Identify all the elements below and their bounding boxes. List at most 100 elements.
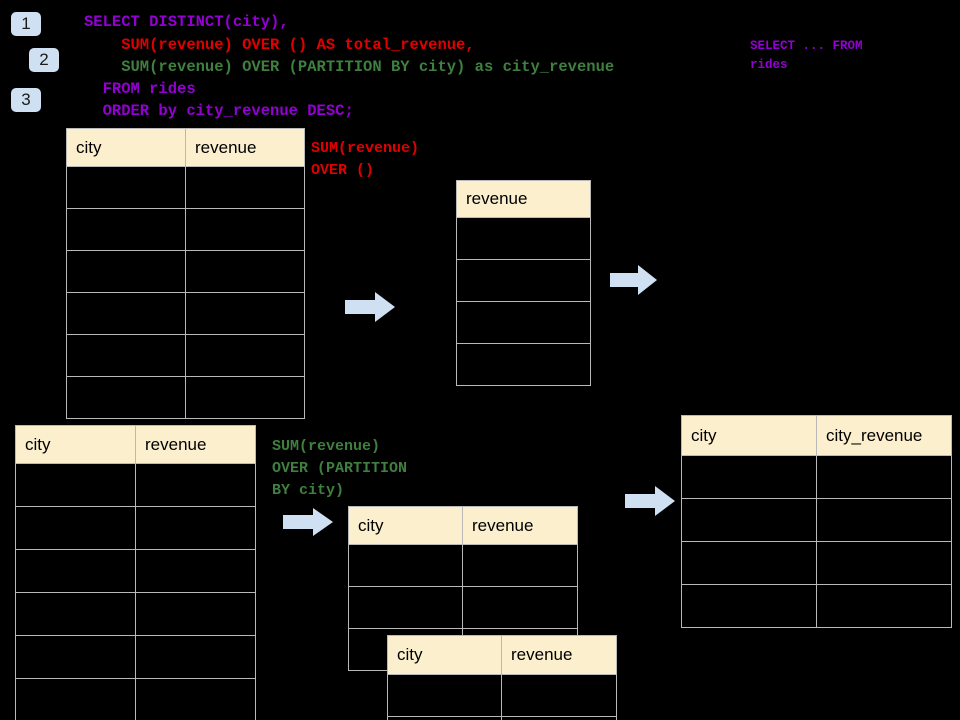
table-cell (66, 292, 186, 335)
sql-line-city-revenue: SUM(revenue) OVER (PARTITION BY city) as… (84, 58, 615, 76)
table-cell (462, 586, 578, 629)
table-cell (456, 217, 591, 260)
column-header-revenue: revenue (501, 635, 617, 675)
table-row (15, 549, 256, 593)
table-cell (185, 334, 305, 377)
table-cell (15, 463, 136, 507)
partition-table-front: city revenue (387, 635, 617, 720)
column-header-city: city (681, 415, 817, 456)
rides-source-table-2: city revenue (15, 425, 256, 720)
step-badge-2: 2 (29, 48, 59, 72)
table-cell (135, 678, 256, 720)
table-cell (681, 455, 817, 499)
table-header-row: city revenue (66, 128, 305, 167)
result-table: city city_revenue (681, 415, 952, 628)
table-cell (135, 635, 256, 679)
column-header-revenue: revenue (456, 180, 591, 218)
annotation-sum-over-partition: SUM(revenue) OVER (PARTITION BY city) (272, 438, 408, 499)
column-header-revenue: revenue (462, 506, 578, 545)
table-cell (501, 674, 617, 717)
table-row (66, 250, 305, 293)
table-row (456, 259, 591, 302)
column-header-city: city (15, 425, 136, 464)
sql-line-order-by: ORDER by city_revenue DESC; (84, 102, 354, 120)
table-row (66, 376, 305, 419)
table-cell (15, 592, 136, 636)
table-cell (135, 549, 256, 593)
table-row (15, 678, 256, 720)
table-header-row: city revenue (348, 506, 578, 545)
table-row (15, 506, 256, 550)
table-cell (462, 544, 578, 587)
table-cell (15, 635, 136, 679)
column-header-revenue: revenue (135, 425, 256, 464)
arrow-source-to-total (345, 292, 395, 322)
annotation-sum-over-empty: SUM(revenue) OVER () (311, 140, 420, 179)
table-header-row: city city_revenue (681, 415, 952, 456)
column-header-revenue: revenue (185, 128, 305, 167)
column-header-city: city (387, 635, 502, 675)
table-cell (66, 250, 186, 293)
total-revenue-table: revenue (456, 180, 591, 386)
table-row (681, 498, 952, 542)
table-row (15, 592, 256, 636)
table-row (456, 343, 591, 386)
table-cell (15, 678, 136, 720)
table-header-row: revenue (456, 180, 591, 218)
annotation-select-from: SELECT ... FROM rides (750, 39, 863, 72)
arrow-total-to-result (610, 265, 657, 295)
table-cell (15, 506, 136, 550)
table-row (66, 166, 305, 209)
table-cell (15, 549, 136, 593)
arrow-source2-to-partition (283, 508, 333, 536)
table-header-row: city revenue (15, 425, 256, 464)
table-cell (66, 376, 186, 419)
sql-line-total-revenue: SUM(revenue) OVER () AS total_revenue, (84, 36, 475, 54)
table-cell (816, 498, 952, 542)
table-cell (66, 334, 186, 377)
table-cell (456, 343, 591, 386)
table-cell (135, 592, 256, 636)
table-row (15, 635, 256, 679)
table-cell (185, 208, 305, 251)
table-cell (135, 463, 256, 507)
table-cell (681, 498, 817, 542)
table-cell (135, 506, 256, 550)
table-row (387, 716, 617, 720)
arrow-partition-to-result (625, 486, 675, 516)
column-header-city: city (66, 128, 186, 167)
column-header-city-revenue: city_revenue (816, 415, 952, 456)
table-cell (456, 301, 591, 344)
column-header-city: city (348, 506, 463, 545)
table-cell (66, 208, 186, 251)
table-row (456, 301, 591, 344)
table-cell (816, 541, 952, 585)
table-cell (681, 584, 817, 628)
table-cell (387, 674, 502, 717)
table-row (681, 455, 952, 499)
sql-line-from: FROM rides (84, 80, 196, 98)
table-cell (501, 716, 617, 720)
table-row (681, 584, 952, 628)
rides-source-table: city revenue (66, 128, 305, 419)
table-cell (816, 584, 952, 628)
table-cell (66, 166, 186, 209)
table-row (456, 217, 591, 260)
table-cell (185, 376, 305, 419)
table-row (15, 463, 256, 507)
table-row (348, 544, 578, 587)
table-row (348, 586, 578, 629)
table-row (66, 334, 305, 377)
table-cell (387, 716, 502, 720)
sql-line-select-distinct: SELECT DISTINCT(city), (84, 13, 289, 31)
table-row (681, 541, 952, 585)
table-row (387, 674, 617, 717)
table-cell (681, 541, 817, 585)
table-cell (348, 544, 463, 587)
table-cell (348, 586, 463, 629)
table-cell (185, 292, 305, 335)
table-header-row: city revenue (387, 635, 617, 675)
table-cell (816, 455, 952, 499)
step-badge-3: 3 (11, 88, 41, 112)
